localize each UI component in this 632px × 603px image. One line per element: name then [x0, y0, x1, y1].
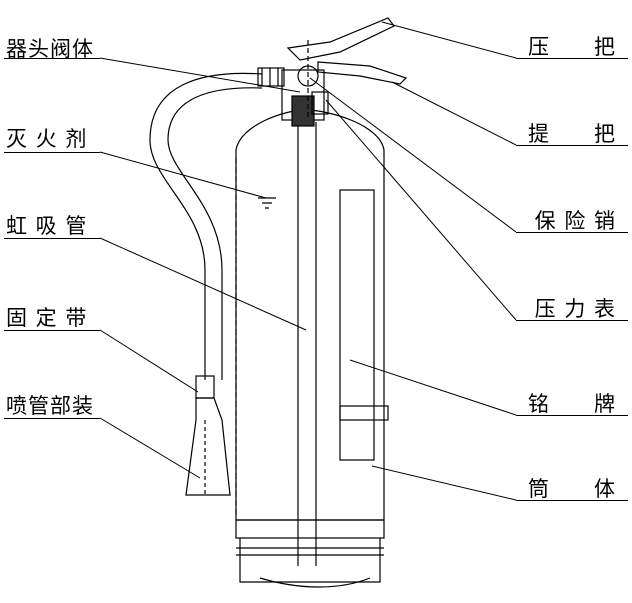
carry-handle	[317, 61, 408, 85]
label-press-lever: 压 把	[528, 35, 616, 59]
label-pressure-gauge-rule	[516, 320, 628, 321]
label-nameplate-rule	[516, 415, 628, 416]
label-fixing-strap: 固 定 带	[6, 306, 88, 330]
nameplate	[339, 189, 375, 461]
label-carry-handle-rule	[516, 145, 628, 146]
label-carry-handle: 提 把	[528, 122, 616, 146]
label-nozzle-assembly: 喷管部装	[6, 394, 94, 418]
label-valve-head: 器头阀体	[6, 37, 94, 61]
strap	[339, 405, 389, 421]
label-nameplate: 铭 牌	[528, 392, 616, 416]
nozzle	[185, 397, 231, 496]
label-extinguishing-agent: 灭 火 剂	[6, 127, 88, 151]
level-marker	[258, 197, 276, 209]
label-safety-pin-rule	[516, 232, 628, 233]
top-lever	[286, 17, 395, 61]
label-cylinder: 筒 体	[528, 477, 616, 501]
base-ring	[235, 519, 385, 539]
hose	[149, 72, 263, 380]
label-fixing-strap-rule	[4, 330, 100, 331]
label-pressure-gauge: 压 力 表	[534, 297, 616, 321]
label-press-lever-rule	[516, 58, 628, 59]
cylinder-body	[235, 109, 385, 521]
hose-inner	[167, 87, 263, 380]
label-siphon-tube: 虹 吸 管	[6, 214, 88, 238]
label-siphon-tube-rule	[4, 238, 100, 239]
label-cylinder-rule	[516, 500, 628, 501]
label-nozzle-assembly-rule	[4, 418, 100, 419]
label-valve-head-rule	[4, 58, 100, 59]
label-extinguishing-agent-rule	[4, 152, 100, 153]
label-safety-pin: 保 险 销	[534, 209, 616, 233]
